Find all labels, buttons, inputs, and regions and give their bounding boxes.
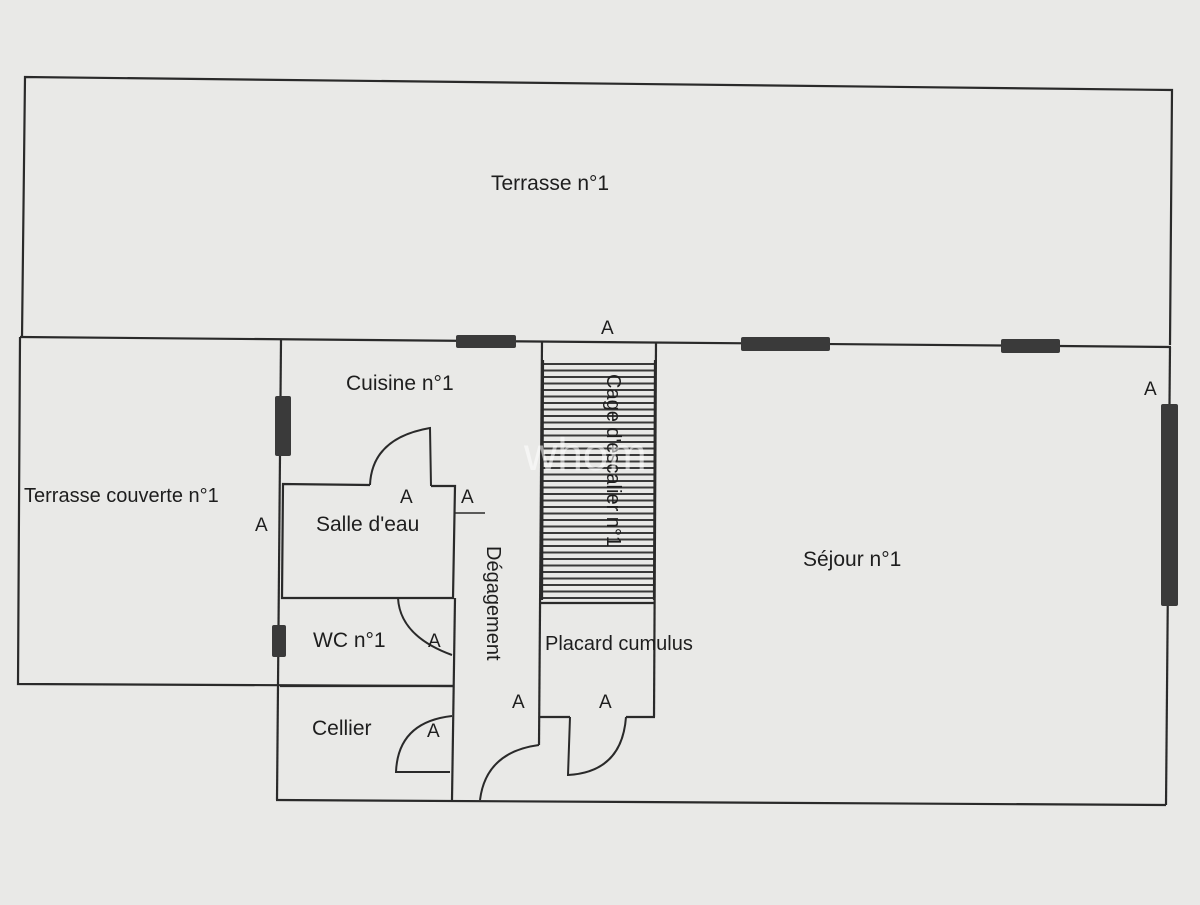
main-wall	[19, 335, 1172, 349]
marker-a: A	[512, 692, 525, 713]
marker-a: A	[1144, 379, 1157, 400]
stair-tread-right	[652, 359, 657, 601]
window-wc	[272, 625, 286, 657]
window-top-3	[1001, 339, 1060, 353]
stair-left-wall	[537, 340, 544, 746]
marker-a: A	[427, 721, 440, 742]
room-label-sejour: Séjour n°1	[803, 548, 901, 571]
window-sejour	[1161, 404, 1178, 606]
room-label-cellier: Cellier	[312, 717, 372, 740]
room-label-salle-eau: Salle d'eau	[316, 513, 419, 536]
terrace-outline	[20, 75, 1174, 346]
stair-treads	[543, 363, 655, 599]
cellier-door	[394, 715, 453, 773]
room-label-terrasse: Terrasse n°1	[491, 172, 609, 195]
bottom-wall	[275, 798, 1167, 807]
room-label-cuisine: Cuisine n°1	[346, 372, 454, 395]
marker-a: A	[400, 487, 413, 508]
marker-a: A	[428, 631, 441, 652]
salle-eau-walls	[280, 482, 457, 600]
marker-a: A	[461, 487, 474, 508]
marker-a: A	[601, 318, 614, 339]
watermark: whom	[523, 428, 647, 480]
room-label-terrasse-couverte: Terrasse couverte n°1	[24, 485, 219, 507]
window-top-1	[456, 335, 516, 348]
stair-tread-left	[540, 359, 545, 601]
wc-door	[397, 597, 453, 656]
degagement-left-wall	[450, 597, 457, 801]
room-label-wc: WC n°1	[313, 629, 386, 652]
room-label-cage-escalier: Cage d'escalier n°1	[602, 374, 624, 547]
marker-a: A	[255, 515, 268, 536]
room-label-placard: Placard cumulus	[545, 633, 693, 655]
room-label-degagement: Dégagement	[482, 546, 504, 661]
window-kitchen	[275, 396, 291, 456]
salle-eau-door	[369, 426, 432, 487]
marker-a: A	[599, 692, 612, 713]
degagement-door	[479, 744, 540, 801]
window-top-2	[741, 337, 830, 351]
placard-door	[566, 716, 627, 777]
